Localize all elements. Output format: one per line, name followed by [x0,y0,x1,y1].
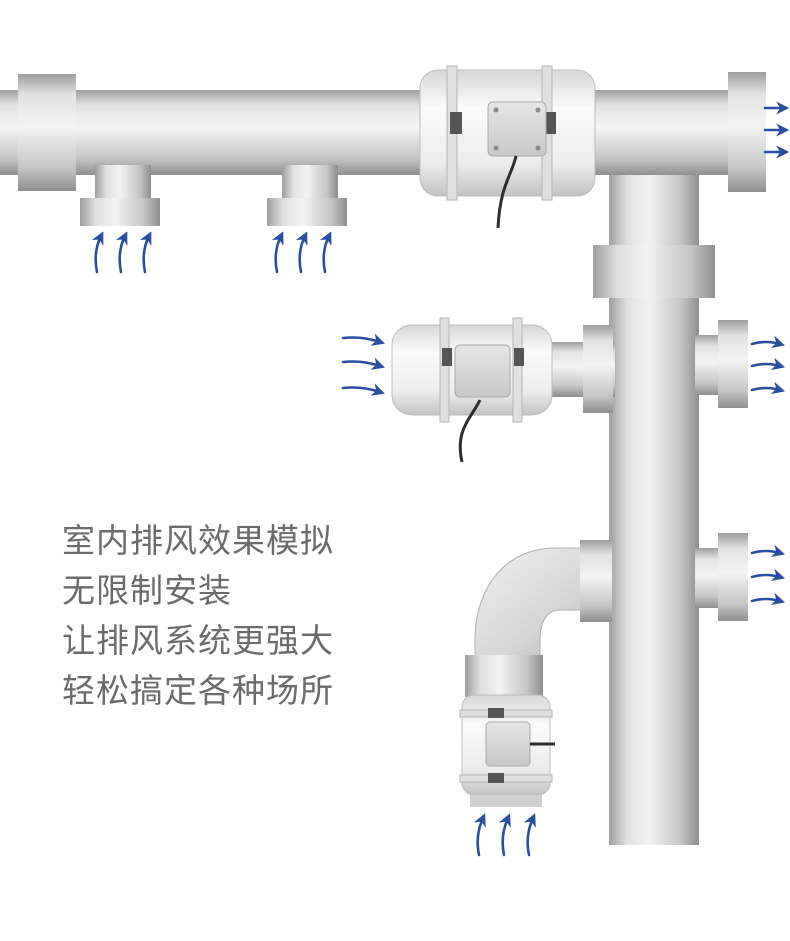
motor-junction-box [485,721,531,767]
arrow-icon [750,357,786,371]
vertical-duct-coupling [593,245,715,298]
caption-line-3: 让排风系统更强大 [62,621,334,660]
top-horizontal-duct [0,72,766,192]
arrow-icon [750,335,786,349]
arrow-icon [750,592,786,606]
arrow-icon [473,813,486,857]
power-cable [458,399,482,463]
arrow-icon [295,231,308,274]
arrow-icon [341,333,385,346]
vertical-duct [593,175,715,845]
lower-elbow-duct [465,540,613,697]
left-duct-coupling [18,74,76,191]
arrow-icon [319,231,332,274]
arrow-icon [115,231,128,274]
intake-stub-1 [80,165,160,226]
arrow-icon [750,544,786,558]
arrow-icon [750,568,786,582]
arrow-icon [341,383,385,396]
right-duct-outlet [728,72,766,192]
intake-stub-2 [267,165,347,226]
caption-line-1: 室内排风效果模拟 [62,521,334,560]
caption-line-4: 轻松搞定各种场所 [62,671,334,710]
inline-fan-top [419,65,596,229]
motor-junction-box [487,101,547,157]
caption-line-2: 无限制安装 [62,571,232,610]
inline-fan-bottom [459,694,555,807]
right-outlet-2 [695,533,748,621]
arrow-icon [271,231,284,274]
arrow-icon [139,231,152,274]
right-outlet-1 [695,320,748,408]
power-cable [496,155,518,229]
arrow-icon [91,231,104,274]
motor-junction-box [454,344,511,398]
arrow-icon [341,357,385,370]
inline-fan-middle [391,317,553,463]
arrow-icon [523,813,536,857]
airflow-arrows [91,101,790,857]
arrow-icon [498,813,511,857]
arrow-icon [750,381,786,395]
feature-caption: 室内排风效果模拟 无限制安装 让排风系统更强大 轻松搞定各种场所 [62,516,334,716]
